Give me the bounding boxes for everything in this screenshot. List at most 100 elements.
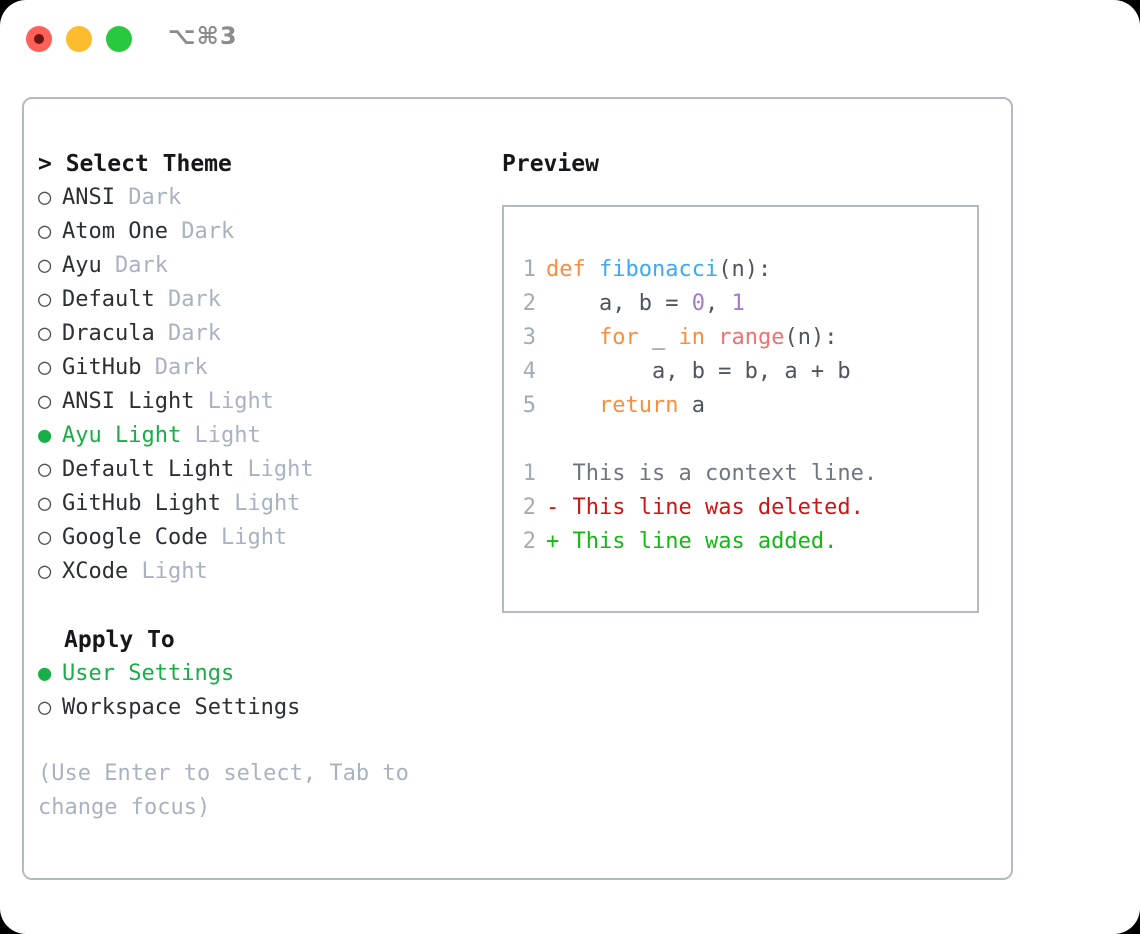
theme-option-kind: Light	[247, 457, 314, 482]
theme-option-kind: Dark	[128, 185, 182, 210]
code-token: range	[718, 325, 785, 350]
theme-option-row[interactable]: ○ GitHub Light Light	[38, 487, 478, 521]
code-token	[546, 393, 599, 418]
spacer	[221, 491, 234, 516]
theme-option-kind: Light	[234, 491, 301, 516]
line-number: 2	[522, 495, 536, 520]
theme-option-row[interactable]: ○GitHub Dark	[38, 351, 478, 385]
line-number: 5	[522, 393, 536, 418]
theme-option-kind: Dark	[167, 287, 221, 312]
apply-to-option-row[interactable]: ○Workspace Settings	[38, 691, 478, 725]
code-token: a, b = b, a + b	[546, 359, 851, 384]
maximize-icon[interactable]	[106, 26, 132, 52]
theme-option-row[interactable]: ○Default Light Light	[38, 453, 478, 487]
apply-to-option-label: Workspace Settings	[62, 695, 301, 720]
code-token	[705, 325, 718, 350]
code-token: ,	[704, 291, 732, 316]
close-icon[interactable]	[26, 26, 52, 52]
minimize-icon[interactable]	[66, 26, 92, 52]
line-number: 1	[522, 257, 536, 282]
apply-to-option-row[interactable]: ●User Settings	[38, 657, 478, 691]
spacer	[168, 219, 181, 244]
line-number: 1	[522, 461, 536, 486]
code-token: a	[678, 393, 705, 418]
spacer	[234, 457, 247, 482]
theme-option-row[interactable]: ○Atom One Dark	[38, 215, 478, 249]
spacer	[141, 355, 154, 380]
theme-option-row[interactable]: ○Google Code Light	[38, 521, 478, 555]
diff-text: This line was added.	[572, 529, 838, 554]
theme-option-row[interactable]: ●Ayu Light Light	[38, 419, 478, 453]
theme-option-name: GitHub	[62, 355, 142, 380]
theme-option-name: Dracula	[62, 321, 155, 346]
spacer	[194, 389, 207, 414]
radio-unselected-icon: ○	[38, 321, 52, 346]
radio-selected-icon: ●	[38, 423, 52, 448]
theme-option-row[interactable]: ○ Ayu Dark	[38, 249, 478, 283]
theme-option-row[interactable]: ○ XCode Light	[38, 555, 478, 589]
apply-to-option-label: User Settings	[62, 661, 235, 686]
line-number: 2	[522, 529, 536, 554]
radio-unselected-icon: ○	[38, 559, 52, 584]
code-line: 2 a, b = 0, 1	[514, 287, 877, 321]
code-token: return	[598, 393, 679, 418]
code-token: _	[638, 325, 679, 350]
code-token: (n):	[718, 257, 772, 282]
line-number: 4	[522, 359, 536, 384]
code-line: 5 return a	[514, 389, 877, 423]
theme-option-kind: Dark	[181, 219, 235, 244]
spacer	[559, 529, 572, 554]
theme-option-name: Ayu	[62, 253, 102, 278]
spacer	[208, 525, 221, 550]
window-title: ⌥⌘3	[168, 22, 238, 50]
theme-picker-panel: > Select Theme ○ANSI Dark○Atom One Dark○…	[22, 97, 1013, 880]
preview-heading: Preview	[502, 151, 599, 177]
code-token: 0	[691, 291, 705, 316]
spacer	[181, 423, 194, 448]
diff-line: 2 + This line was added.	[514, 525, 877, 559]
line-number: 2	[522, 291, 536, 316]
theme-option-name: Google Code	[62, 525, 208, 550]
radio-unselected-icon: ○	[38, 253, 52, 278]
theme-option-row[interactable]: ○ ANSI Dark	[38, 181, 478, 215]
theme-option-row[interactable]: ○ANSI Light Light	[38, 385, 478, 419]
theme-option-name: GitHub Light	[62, 491, 221, 516]
code-token: a, b =	[546, 291, 692, 316]
theme-option-name: ANSI Light	[62, 389, 195, 414]
theme-option-kind: Dark	[167, 321, 221, 346]
radio-unselected-icon: ○	[38, 185, 52, 210]
spacer	[559, 461, 572, 486]
theme-option-name: ANSI	[62, 185, 115, 210]
diff-text: This is a context line.	[572, 461, 878, 486]
code-token: (n):	[784, 325, 838, 350]
theme-option-kind: Dark	[115, 253, 168, 278]
radio-unselected-icon: ○	[38, 219, 52, 244]
diff-marker	[546, 461, 559, 486]
theme-option-row[interactable]: ○Default Dark	[38, 283, 478, 317]
theme-option-row[interactable]: ○ Dracula Dark	[38, 317, 478, 351]
apply-to-options-list: ●User Settings○Workspace Settings	[38, 657, 478, 725]
spacer	[102, 253, 115, 278]
diff-marker: +	[546, 529, 560, 554]
theme-option-kind: Dark	[154, 355, 208, 380]
theme-list-column: > Select Theme ○ANSI Dark○Atom One Dark○…	[38, 147, 478, 825]
code-token: 1	[731, 291, 745, 316]
theme-options-list: ○ANSI Dark○Atom One Dark○Ayu Dark○Defaul…	[38, 181, 478, 589]
keyboard-hint-text: (Use Enter to select, Tab to change focu…	[38, 761, 409, 820]
theme-option-name: Default	[62, 287, 155, 312]
spacer	[559, 495, 572, 520]
spacer	[115, 185, 128, 210]
radio-unselected-icon: ○	[38, 491, 52, 516]
theme-option-name: XCode	[62, 559, 129, 584]
title-bar: ⌥⌘3	[0, 0, 1140, 78]
code-token	[546, 325, 599, 350]
select-theme-label: Select Theme	[65, 151, 232, 177]
select-theme-heading: > Select Theme	[38, 147, 478, 181]
spacer	[128, 559, 141, 584]
theme-option-kind: Light	[141, 559, 208, 584]
radio-unselected-icon: ○	[38, 389, 52, 414]
code-token: in	[678, 325, 705, 350]
